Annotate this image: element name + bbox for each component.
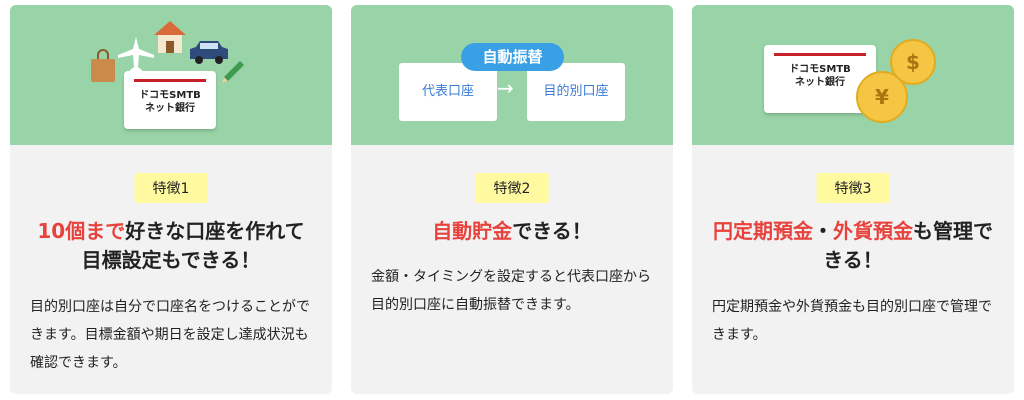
feature-description: 円定期預金や外貨預金も目的別口座で管理できます。 xyxy=(712,299,992,343)
bag-icon xyxy=(91,49,115,82)
from-account-box: 代表口座 xyxy=(399,63,497,121)
headline-text: できる！ xyxy=(512,219,592,243)
headline-highlight-1: 円定期預金 xyxy=(713,219,813,243)
headline-text: 好きな口座を作れて目標設定もできる！ xyxy=(81,219,305,272)
card-stripe xyxy=(134,79,206,82)
feature-badge: 特徴3 xyxy=(816,173,890,203)
feature-badge: 特徴2 xyxy=(475,173,549,203)
auto-transfer-pill: 自動振替 xyxy=(461,43,564,71)
feature-headline: 自動貯金できる！ xyxy=(371,217,653,246)
dollar-coin-icon: $ xyxy=(890,39,936,85)
bank-card-line-2: ネット銀行 xyxy=(795,77,845,88)
yen-coin-icon: ¥ xyxy=(856,71,908,123)
bank-card: ドコモSMTB ネット銀行 xyxy=(124,71,216,129)
bank-card-label: ドコモSMTB ネット銀行 xyxy=(764,63,876,89)
card-stripe xyxy=(774,53,866,56)
feature-description: 金額・タイミングを設定すると代表口座から目的別口座に自動振替できます。 xyxy=(371,269,651,313)
headline-highlight-2: 外貨預金 xyxy=(833,219,913,243)
car-icon xyxy=(190,41,228,64)
to-account-box: 目的別口座 xyxy=(527,63,625,121)
bank-card: ドコモSMTB ネット銀行 xyxy=(764,45,876,113)
illustration-transfer: 代表口座 → 目的別口座 自動振替 xyxy=(351,5,673,145)
illustration-coins: ドコモSMTB ネット銀行 $ ¥ xyxy=(692,5,1014,145)
feature-headline: 10個まで好きな口座を作れて目標設定もできる！ xyxy=(30,217,312,275)
feature-description: 目的別口座は自分で口座名をつけることができます。目標金額や期日を設定し達成状況も… xyxy=(30,299,310,371)
feature-card-1: ドコモSMTB ネット銀行 特徴1 10個まで好きな口座を作れて目標設定もできる… xyxy=(10,5,332,394)
arrow-right-icon: → xyxy=(497,76,514,100)
headline-highlight: 自動貯金 xyxy=(432,219,513,243)
illustration-goals: ドコモSMTB ネット銀行 xyxy=(10,5,332,145)
headline-text: も管理できる！ xyxy=(823,219,993,272)
bank-card-line-1: ドコモSMTB xyxy=(789,64,851,75)
bank-card-line-2: ネット銀行 xyxy=(145,103,195,114)
feature-card-3: ドコモSMTB ネット銀行 $ ¥ 特徴3 円定期預金・外貨預金も管理できる！ … xyxy=(692,5,1014,394)
bank-card-line-1: ドコモSMTB xyxy=(139,90,201,101)
house-icon xyxy=(154,21,186,53)
bank-card-label: ドコモSMTB ネット銀行 xyxy=(124,89,216,115)
pencil-icon xyxy=(222,61,244,83)
feature-card-2: 代表口座 → 目的別口座 自動振替 特徴2 自動貯金できる！ 金額・タイミングを… xyxy=(351,5,673,394)
headline-separator: ・ xyxy=(813,219,833,243)
headline-highlight: 10個まで xyxy=(37,219,126,243)
feature-badge: 特徴1 xyxy=(134,173,208,203)
airplane-icon xyxy=(118,37,154,73)
feature-headline: 円定期預金・外貨預金も管理できる！ xyxy=(712,217,994,275)
